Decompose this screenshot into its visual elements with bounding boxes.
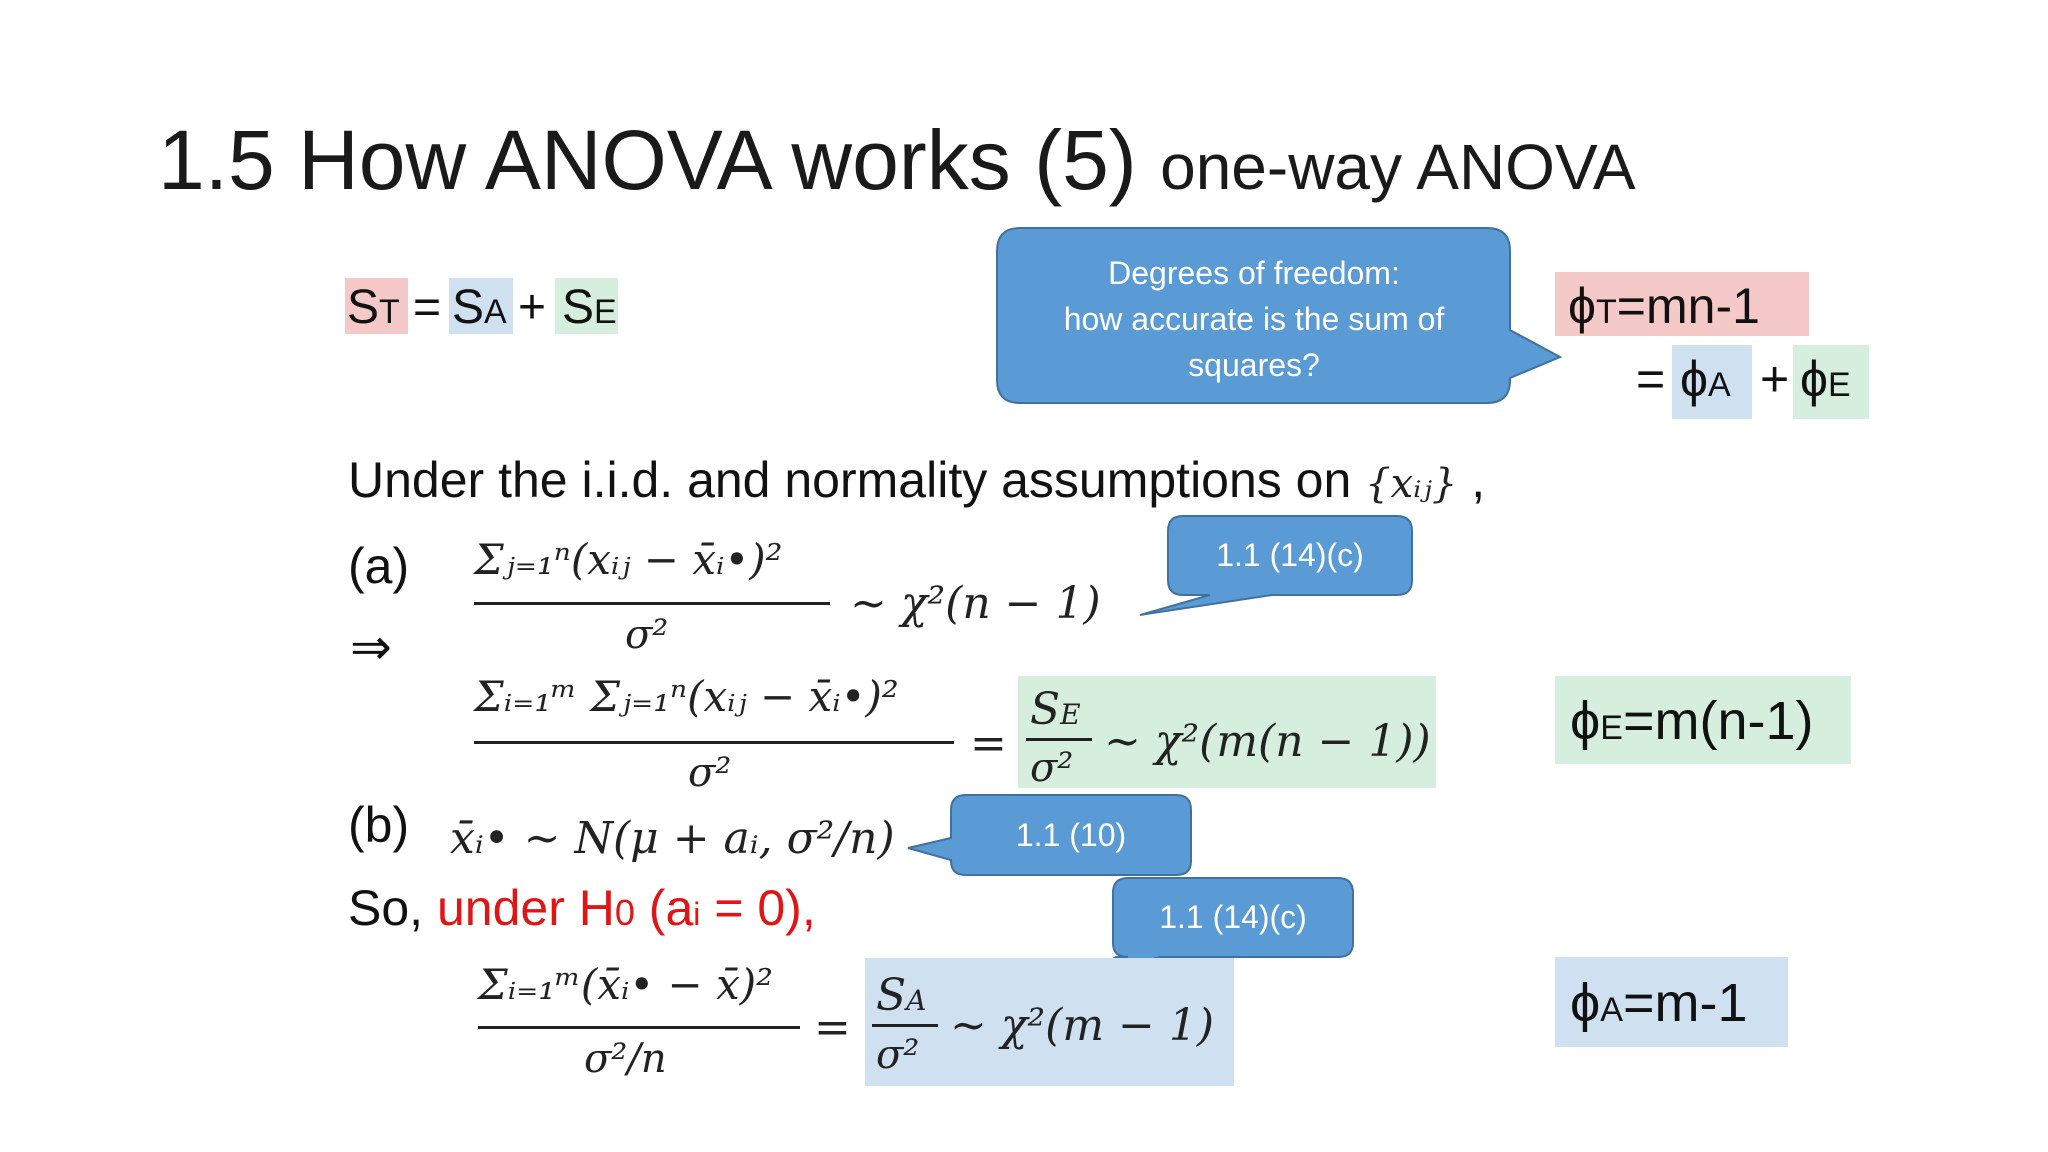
assumption-line: Under the i.i.d. and normality assumptio… [348,455,1485,505]
assumption-set: {xᵢⱼ} [1365,461,1458,507]
formula-b: x̄ᵢ• ~ N(μ + aᵢ, σ²/n) [450,813,895,864]
formula-sum-denominator: σ² [688,750,732,796]
formula-a-numerator: Σⱼ₌₁ⁿ(xᵢⱼ − x̄ᵢ•)² [474,535,783,584]
ss-equals: = [413,281,442,334]
sa-ratio-bar [872,1024,938,1027]
implies-arrow: ⇒ [350,619,392,675]
dof-t-highlight [1555,272,1809,336]
se-highlight [555,278,618,334]
ss-plus: + [518,281,547,334]
formula-a-fraction-bar [474,602,830,605]
title-main: 1.5 How ANOVA works (5) [158,113,1137,207]
formula-sum-fraction-bar [474,741,954,744]
dof-plus: + [1760,351,1790,407]
label-a: (a) [348,538,410,594]
se-ratio-highlight [1018,676,1436,788]
formula-c-fraction-bar [478,1026,800,1029]
dof-eq: = [1636,351,1666,407]
st-highlight [345,278,408,334]
formula-sum-equals: = [970,718,1007,769]
formula-c-equals: = [814,1002,851,1053]
sa-ratio-highlight [865,958,1234,1086]
formula-a-rhs: ~ χ²(n − 1) [850,578,1101,629]
dof-a-value: ϕA=m-1 [1570,973,1748,1033]
se-ratio-denominator: σ² [1030,745,1074,791]
ref-a-callout: 1.1 (14)(c) [1216,537,1364,573]
dof-e-term: ϕE [1800,351,1851,407]
dof-a-term: ϕA [1680,351,1731,407]
formula-a-denominator: σ² [625,612,669,658]
se-ratio-bar [1026,738,1092,741]
so-text: So, [348,880,424,936]
ref-a-callout-shape [1139,515,1413,616]
assumption-comma: , [1471,452,1486,508]
formula-sum-numerator: Σᵢ₌₁ᵐ Σⱼ₌₁ⁿ(xᵢⱼ − x̄ᵢ•)² [474,672,899,721]
title-subtitle: one-way ANOVA [1160,131,1636,203]
h0-condition: under H0 (ai = 0), [436,880,816,936]
sa-ratio-rhs: ~ χ²(m − 1) [950,1000,1215,1051]
dof-e-highlight [1793,345,1869,419]
se-ratio-rhs: ~ χ²(m(n − 1)) [1104,716,1431,767]
sa-ratio-numerator: SA [876,970,927,1021]
st-term: ST [347,281,400,334]
dof-callout-line2: how accurate is the sum of [1063,301,1445,337]
dof-e-value: ϕE=m(n-1) [1570,691,1814,751]
dof-callout-shape [996,227,1563,404]
ref-b-callout-shape [907,794,1192,876]
formula-c-denominator: σ²/n [584,1036,667,1082]
dof-callout: Degrees of freedom: how accurate is the … [1000,250,1508,388]
dof-a-value-highlight [1555,957,1788,1047]
sa-highlight [449,278,513,334]
assumption-text: Under the i.i.d. and normality assumptio… [348,452,1352,508]
ref-c-callout: 1.1 (14)(c) [1159,899,1307,935]
so-line: So, under H0 (ai = 0), [348,883,816,933]
dof-callout-line1: Degrees of freedom: [1108,255,1400,291]
dof-t: ϕT=mn-1 [1568,278,1760,334]
slide-title: 1.5 How ANOVA works (5) one-way ANOVA [158,118,1636,202]
se-term: SE [562,281,617,334]
dof-a-highlight [1672,345,1752,419]
sa-ratio-denominator: σ² [876,1032,920,1078]
se-ratio-numerator: SE [1030,684,1081,735]
sa-term: SA [452,281,507,334]
label-b: (b) [348,797,410,853]
dof-callout-line3: squares? [1188,347,1320,383]
ref-b-callout: 1.1 (10) [1015,817,1127,853]
formula-c-numerator: Σᵢ₌₁ᵐ(x̄ᵢ• − x̄)² [478,960,774,1009]
dof-e-value-highlight [1555,676,1851,764]
